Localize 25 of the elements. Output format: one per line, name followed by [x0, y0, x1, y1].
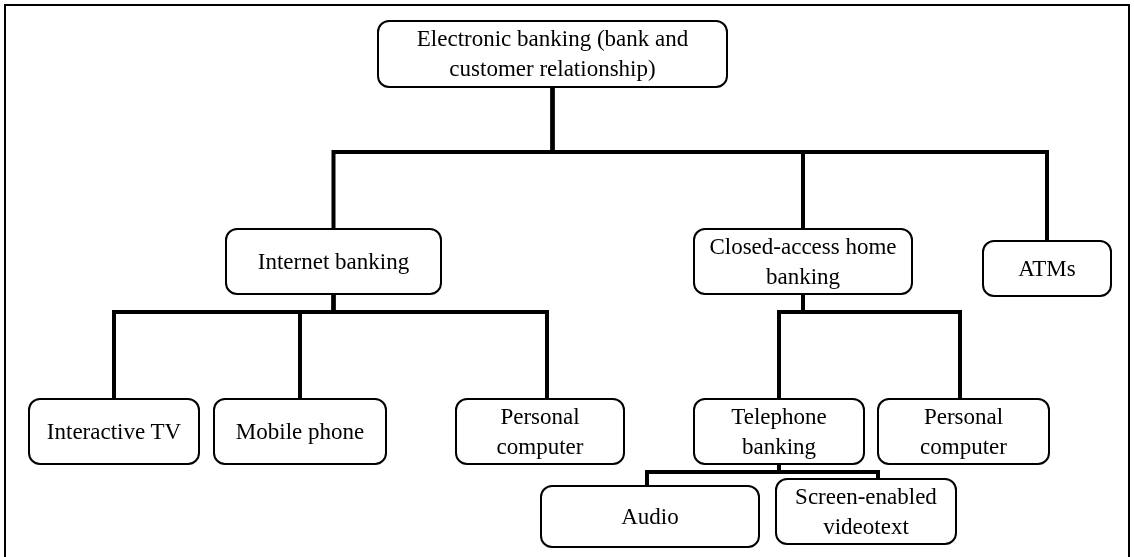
box-label: Personal computer: [495, 402, 585, 461]
box-label: Screen-enabled videotext: [794, 482, 938, 541]
connector-line: [331, 295, 549, 398]
rounded-box: [693, 398, 865, 465]
connector-line: [777, 465, 880, 478]
box-label: Personal computer: [919, 402, 1008, 461]
box-label: Electronic banking (bank and customer relationship): [415, 25, 690, 83]
rounded-box: [455, 398, 625, 465]
rounded-box: [693, 228, 913, 295]
rounded-box: [213, 398, 387, 465]
rounded-box: [28, 398, 200, 465]
box-label: Closed-access home banking: [708, 232, 898, 291]
rounded-box: [982, 240, 1112, 297]
box-label: Audio: [621, 502, 679, 531]
rounded-box: [377, 20, 728, 88]
rounded-box: [775, 478, 957, 545]
rounded-box: [540, 485, 760, 548]
box-label: Telephone banking: [730, 402, 828, 461]
box-label: Internet banking: [257, 247, 410, 276]
box-label: ATMs: [1018, 254, 1076, 283]
connector-line: [550, 88, 1049, 240]
rounded-box: [877, 398, 1050, 465]
rounded-box: [225, 228, 442, 295]
box-label: Interactive TV: [46, 417, 182, 446]
box-label: Mobile phone: [235, 417, 365, 446]
